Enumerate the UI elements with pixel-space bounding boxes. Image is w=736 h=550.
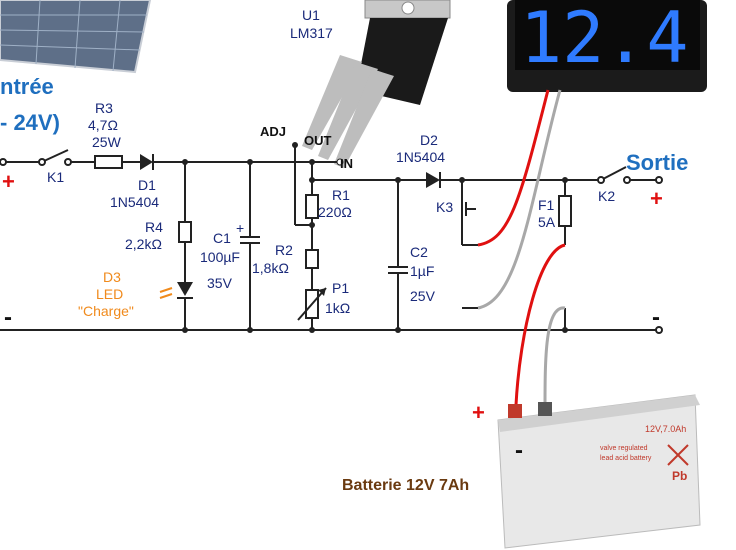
battery-image: 12V,7.0Ah valve regulated lead acid batt… bbox=[497, 394, 701, 549]
voltmeter-reading: 12.4 bbox=[520, 0, 689, 79]
d3-type: LED bbox=[96, 286, 123, 302]
c1-voltage: 35V bbox=[207, 275, 233, 291]
meter-lead-red bbox=[477, 89, 550, 247]
voltmeter-display: 12.4 bbox=[507, 0, 707, 92]
battery-lead-grey bbox=[543, 306, 566, 411]
k2-label: K2 bbox=[598, 188, 615, 204]
terminal-input-plus bbox=[0, 158, 7, 166]
battery-text-1: valve regulated bbox=[600, 445, 648, 452]
r1-ref: R1 bbox=[332, 187, 350, 203]
resistor-r2 bbox=[305, 249, 319, 269]
fuse-f1 bbox=[558, 195, 572, 227]
solar-panel bbox=[0, 0, 152, 74]
potentiometer-p1 bbox=[297, 287, 327, 321]
output-minus-sign: - bbox=[652, 304, 660, 331]
led-d3 bbox=[159, 282, 193, 299]
u1-part: LM317 bbox=[290, 25, 333, 41]
output-plus-sign: + bbox=[650, 186, 663, 211]
c2-voltage: 25V bbox=[410, 288, 436, 304]
pin-out: OUT bbox=[304, 133, 332, 148]
resistor-r1 bbox=[305, 194, 319, 219]
d2-ref: D2 bbox=[420, 132, 438, 148]
d1-ref: D1 bbox=[138, 177, 156, 193]
r1-value: 220Ω bbox=[318, 204, 352, 220]
resistor-r4 bbox=[178, 221, 192, 243]
battery-rating-text: 12V,7.0Ah bbox=[645, 424, 686, 434]
input-plus-sign: + bbox=[2, 169, 15, 194]
c1-ref: C1 bbox=[213, 230, 231, 246]
battery-minus-sign: - bbox=[515, 437, 523, 464]
input-title: ntrée bbox=[0, 74, 54, 99]
switch-k1 bbox=[38, 149, 72, 166]
u1-ref: U1 bbox=[302, 7, 320, 23]
d3-name: "Charge" bbox=[78, 303, 134, 319]
c2-ref: C2 bbox=[410, 244, 428, 260]
r2-value: 1,8kΩ bbox=[252, 260, 289, 276]
r2-ref: R2 bbox=[275, 242, 293, 258]
battery-pb-mark: Pb bbox=[672, 469, 687, 483]
k3-label: K3 bbox=[436, 199, 453, 215]
capacitor-c1 bbox=[240, 236, 260, 244]
k1-label: K1 bbox=[47, 169, 64, 185]
f1-ref: F1 bbox=[538, 197, 555, 213]
meter-lead-grey bbox=[477, 89, 562, 310]
battery-plus-sign: + bbox=[472, 400, 485, 425]
c1-value: 100µF bbox=[200, 249, 240, 265]
pin-adj: ADJ bbox=[260, 124, 286, 139]
input-voltage-range: - 24V) bbox=[0, 110, 60, 135]
input-minus-sign: - bbox=[4, 304, 12, 331]
r3-value: 4,7Ω bbox=[88, 117, 118, 133]
r4-ref: R4 bbox=[145, 219, 163, 235]
diode-d1 bbox=[140, 154, 154, 170]
resistor-r3 bbox=[94, 155, 123, 169]
d2-part: 1N5404 bbox=[396, 149, 445, 165]
switch-k2 bbox=[597, 166, 631, 184]
f1-value: 5A bbox=[538, 214, 556, 230]
lm317-package bbox=[302, 0, 451, 168]
terminal-output-minus bbox=[655, 326, 663, 334]
battery-lead-red bbox=[514, 243, 566, 406]
p1-ref: P1 bbox=[332, 280, 349, 296]
terminal-output-plus bbox=[655, 176, 663, 184]
diode-d2 bbox=[426, 172, 441, 188]
r3-ref: R3 bbox=[95, 100, 113, 116]
d3-ref: D3 bbox=[103, 269, 121, 285]
r3-power: 25W bbox=[92, 134, 122, 150]
p1-value: 1kΩ bbox=[325, 300, 350, 316]
c2-value: 1µF bbox=[410, 263, 434, 279]
pin-in: IN bbox=[340, 156, 353, 171]
output-title: Sortie bbox=[626, 150, 688, 175]
junction-dots bbox=[182, 142, 568, 333]
d1-part: 1N5404 bbox=[110, 194, 159, 210]
switch-k3 bbox=[461, 198, 476, 220]
c1-polarity: + bbox=[236, 220, 244, 236]
capacitor-c2 bbox=[388, 266, 408, 274]
battery-caption: Batterie 12V 7Ah bbox=[342, 477, 469, 494]
r4-value: 2,2kΩ bbox=[125, 236, 162, 252]
battery-text-2: lead acid battery bbox=[600, 455, 652, 462]
